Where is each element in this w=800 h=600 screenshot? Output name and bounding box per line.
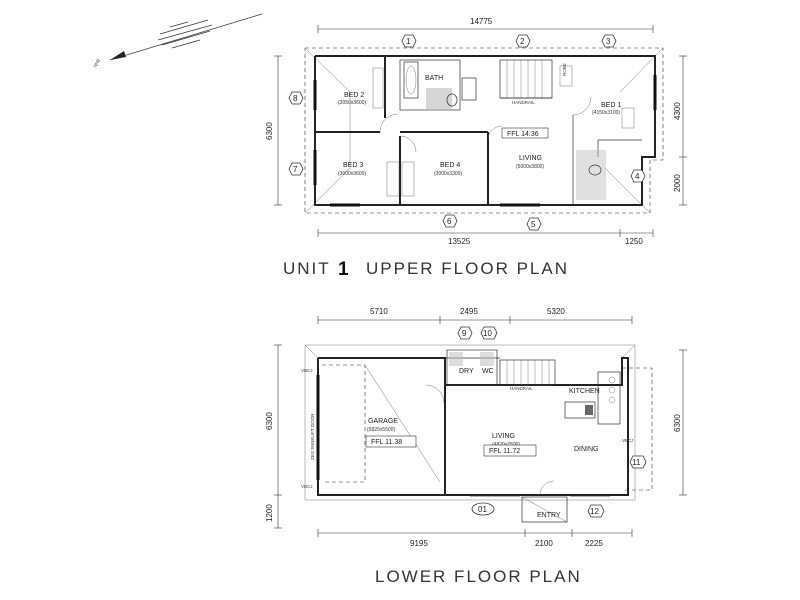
svg-text:6: 6 xyxy=(447,217,452,226)
lower-marker-9: 9 xyxy=(457,326,473,340)
upper-dim-bottom-main: 13525 xyxy=(448,237,471,246)
upper-marker-6: 6 xyxy=(442,214,458,228)
upper-marker-7: 7 xyxy=(288,162,304,176)
upper-stairs xyxy=(499,59,553,99)
room-bed1-size: (4150x3100) xyxy=(592,110,620,116)
svg-text:10: 10 xyxy=(483,329,492,338)
lower-dim-top-1: 5710 xyxy=(370,307,388,316)
upper-dim-left: 6300 xyxy=(265,122,274,140)
upper-ffl-box: FFL 14.36 xyxy=(501,127,549,139)
upper-title-prefix: UNIT xyxy=(283,259,331,278)
lower-dim-right: 6300 xyxy=(673,414,682,432)
svg-text:12: 12 xyxy=(590,507,599,516)
lower-title: LOWER FLOOR PLAN xyxy=(375,567,582,586)
lower-marker-01: 01 xyxy=(471,502,495,516)
room-garage-label: GARAGE xyxy=(368,418,398,425)
room-wc-label: WC xyxy=(482,368,494,375)
upper-marker-3: 3 xyxy=(601,34,617,48)
svg-text:FFL 11.38: FFL 11.38 xyxy=(371,439,402,446)
lower-garage-door-label: ZEG PANELIFT DOOR xyxy=(310,413,315,460)
lower-marker-10: 10 xyxy=(480,326,498,340)
upper-marker-1: 1 xyxy=(401,34,417,48)
upper-robe-label: ROBE xyxy=(562,63,567,76)
room-dry-label: DRY xyxy=(459,368,474,375)
upper-marker-5: 5 xyxy=(526,217,542,231)
svg-text:01: 01 xyxy=(478,505,487,514)
lower-ffl-living-box: FFL 11.72 xyxy=(483,444,537,457)
lower-vbcj-left-bottom: VBCJ xyxy=(301,484,313,489)
north-label: NNE xyxy=(92,58,101,69)
room-bath-label: BATH xyxy=(425,75,443,82)
lower-marker-11: 11 xyxy=(629,455,647,469)
lower-stairs xyxy=(499,359,556,386)
north-arrow: NNE xyxy=(92,13,263,69)
lower-dim-top-3: 5320 xyxy=(547,307,565,316)
lower-dim-left-bottom: 1200 xyxy=(265,504,274,522)
room-garage-size: (5820x5500) xyxy=(367,427,395,433)
upper-marker-4: 4 xyxy=(630,169,646,183)
lower-floor-plan: 5710 2495 5320 9 10 xyxy=(265,307,687,586)
room-dining-label: DINING xyxy=(574,446,599,453)
lower-dim-top-2: 2495 xyxy=(460,307,478,316)
room-bed3-size: (3000x3600) xyxy=(338,171,366,177)
svg-text:9: 9 xyxy=(462,329,467,338)
upper-dim-top: 14775 xyxy=(470,17,493,26)
room-living-upper-label: LIVING xyxy=(519,155,542,162)
lower-handrail-label: HANDRAIL xyxy=(510,386,533,391)
upper-handrail-label: HANDRAIL xyxy=(512,100,535,105)
room-bed2-label: BED 2 xyxy=(344,92,364,99)
svg-text:4: 4 xyxy=(635,172,640,181)
room-bed4-size: (3000x3300) xyxy=(434,171,462,177)
upper-title-number: 1 xyxy=(338,259,349,280)
room-entry-label: ENTRY xyxy=(537,512,561,519)
upper-dim-right-bottom: 2000 xyxy=(673,174,682,192)
room-living-lower-label: LIVING xyxy=(492,433,515,440)
upper-marker-2: 2 xyxy=(515,34,531,48)
lower-dim-bottom-1: 9195 xyxy=(410,539,428,548)
lower-ffl-garage-box: FFL 11.38 xyxy=(365,435,417,448)
room-bed1-label: BED 1 xyxy=(601,102,621,109)
lower-dim-bottom-2: 2100 xyxy=(535,539,553,548)
upper-marker-8: 8 xyxy=(288,91,304,105)
upper-floor-plan: 14775 1 2 3 xyxy=(265,17,687,280)
svg-text:1: 1 xyxy=(406,37,411,46)
room-kitchen-label: KITCHEN xyxy=(569,388,600,395)
svg-text:11: 11 xyxy=(632,458,641,467)
svg-text:FFL 11.72: FFL 11.72 xyxy=(489,448,520,455)
svg-text:7: 7 xyxy=(293,165,298,174)
lower-marker-12: 12 xyxy=(587,504,605,518)
svg-text:5: 5 xyxy=(531,220,536,229)
svg-text:3: 3 xyxy=(606,37,611,46)
room-living-upper-size: (5000x3800) xyxy=(516,164,544,170)
lower-dim-left-main: 6300 xyxy=(265,412,274,430)
lower-vbcj-right: VBCJ xyxy=(622,438,634,443)
svg-text:FFL 14.36: FFL 14.36 xyxy=(507,131,539,138)
svg-text:2: 2 xyxy=(520,37,525,46)
room-bed4-label: BED 4 xyxy=(440,162,460,169)
room-bed2-size: (3050x3600) xyxy=(338,100,366,106)
upper-dim-bottom-right: 1250 xyxy=(625,237,643,246)
svg-text:8: 8 xyxy=(293,94,298,103)
upper-dim-right-top: 4300 xyxy=(673,102,682,120)
lower-vbcj-left-top: VBCJ xyxy=(301,368,313,373)
room-bed3-label: BED 3 xyxy=(343,162,363,169)
lower-dim-bottom-3: 2225 xyxy=(585,539,603,548)
upper-title-suffix: UPPER FLOOR PLAN xyxy=(366,259,569,278)
